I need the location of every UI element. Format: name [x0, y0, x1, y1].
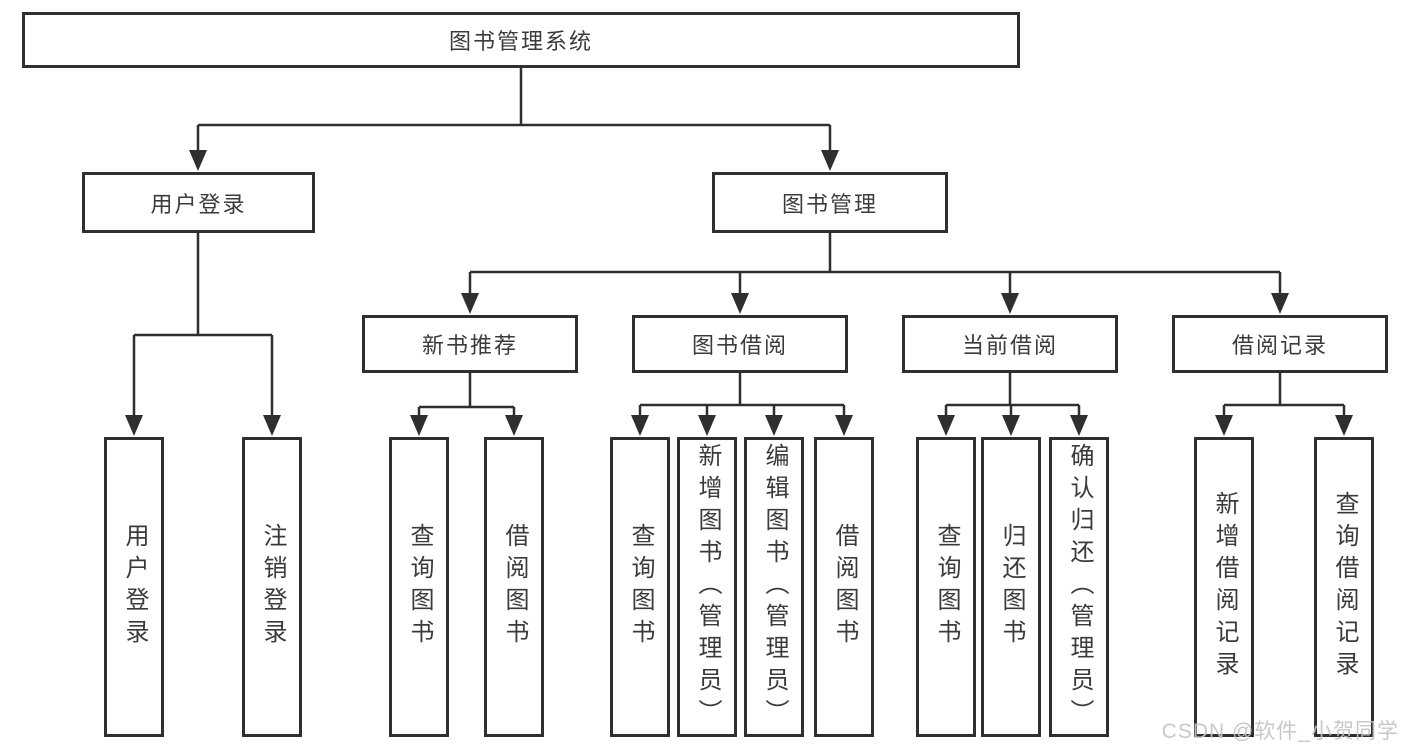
node-borrow-records: 借阅记录 — [1172, 315, 1388, 373]
connector-records-to-leaves — [1215, 373, 1353, 436]
connector-root-to-level2 — [189, 67, 839, 171]
node-current-borrow: 当前借阅 — [902, 315, 1118, 373]
connector-current-to-leaves — [937, 373, 1088, 436]
leaf-user-login: 用户登录 — [104, 437, 164, 737]
leaf-borrow-query-books: 查询图书 — [610, 437, 670, 737]
connector-recommend-to-leaves — [410, 373, 523, 436]
connector-book-management-to-level3 — [461, 233, 1289, 314]
leaf-recommend-borrow-books: 借阅图书 — [484, 437, 544, 737]
leaf-current-query-books: 查询图书 — [916, 437, 976, 737]
leaf-current-return-books: 归还图书 — [981, 437, 1041, 737]
leaf-borrow-edit-books-admin: 编辑图书（管理员） — [744, 437, 804, 737]
leaf-recommend-query-books: 查询图书 — [389, 437, 449, 737]
connector-borrow-to-leaves — [631, 373, 853, 436]
leaf-borrow-borrow-books: 借阅图书 — [814, 437, 874, 737]
node-user-login: 用户登录 — [82, 172, 315, 233]
csdn-watermark: CSDN @软件_小贺同学 — [1161, 720, 1399, 743]
leaf-borrow-add-books-admin: 新增图书（管理员） — [677, 437, 737, 737]
node-book-management: 图书管理 — [712, 172, 948, 233]
node-root-book-management-system: 图书管理系统 — [22, 12, 1020, 68]
leaf-records-query-record: 查询借阅记录 — [1314, 437, 1374, 737]
leaf-records-add-record: 新增借阅记录 — [1194, 437, 1254, 737]
node-new-book-recommend: 新书推荐 — [362, 315, 578, 373]
leaf-current-confirm-return-admin: 确认归还（管理员） — [1049, 437, 1109, 737]
node-book-borrow: 图书借阅 — [632, 315, 848, 373]
leaf-logout: 注销登录 — [242, 437, 302, 737]
connector-user-login-to-leaves — [125, 233, 281, 436]
